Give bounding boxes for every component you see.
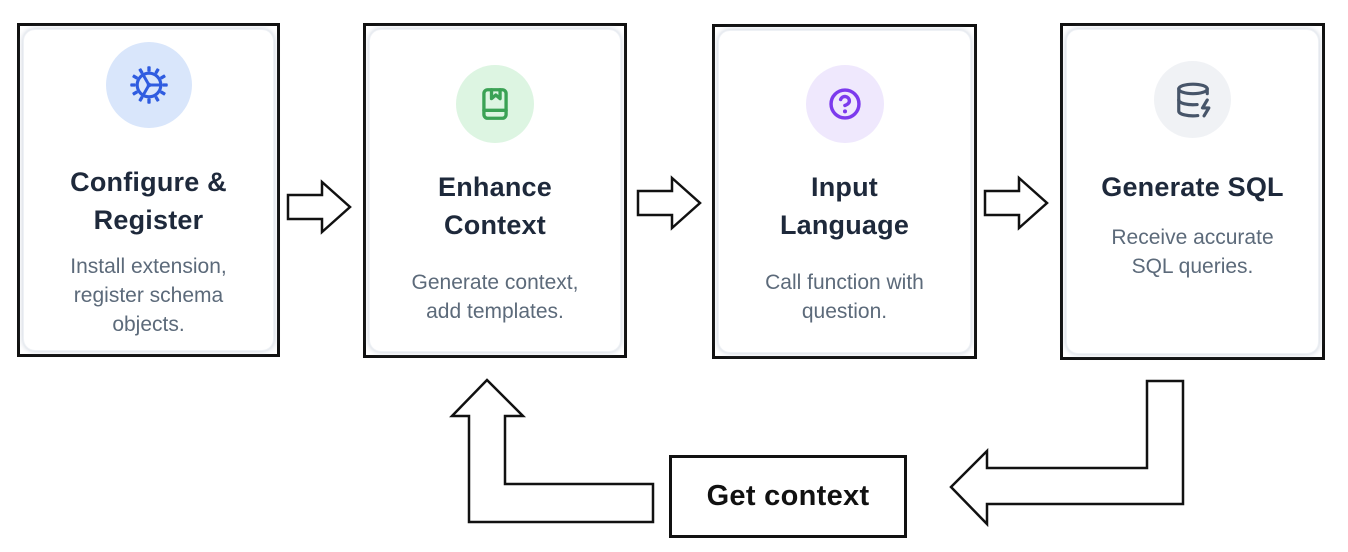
- loop-left-elbow-arrow: [949, 379, 1185, 528]
- gear-icon-circle: [105, 42, 192, 128]
- step-title: Input Language: [779, 172, 910, 240]
- step-card-generate-sql: Generate SQL Receive accurate SQL querie…: [1060, 23, 1325, 360]
- book-icon: [482, 88, 508, 120]
- step-title: Enhance Context: [438, 172, 552, 240]
- step-card-input-language: Input Language Call function with questi…: [712, 24, 977, 359]
- step-title: Generate SQL: [1101, 172, 1284, 202]
- loop-up-elbow-arrow: [449, 378, 655, 524]
- gear-icon: [129, 66, 168, 104]
- step-description: Call function with question.: [765, 271, 924, 323]
- help-circle-icon: [828, 88, 861, 120]
- database-zap-icon: [1176, 82, 1210, 117]
- step-description: Receive accurate SQL queries.: [1111, 226, 1274, 278]
- right-arrow-3: [983, 175, 1049, 231]
- step-description: Generate context, add templates.: [411, 271, 579, 323]
- help-circle-icon-circle: [805, 65, 884, 143]
- book-icon-circle: [456, 65, 534, 143]
- step-card-configure-register: Configure & Register Install extension, …: [17, 23, 280, 357]
- right-arrow-1: [286, 179, 352, 235]
- get-context-box: Get context: [669, 455, 907, 538]
- step-card-enhance-context: Enhance Context Generate context, add te…: [363, 23, 627, 358]
- step-title: Configure & Register: [70, 167, 227, 235]
- get-context-label: Get context: [706, 480, 870, 512]
- database-zap-icon-circle: [1154, 61, 1231, 138]
- step-description: Install extension, register schema objec…: [70, 255, 227, 336]
- right-arrow-2: [636, 175, 702, 231]
